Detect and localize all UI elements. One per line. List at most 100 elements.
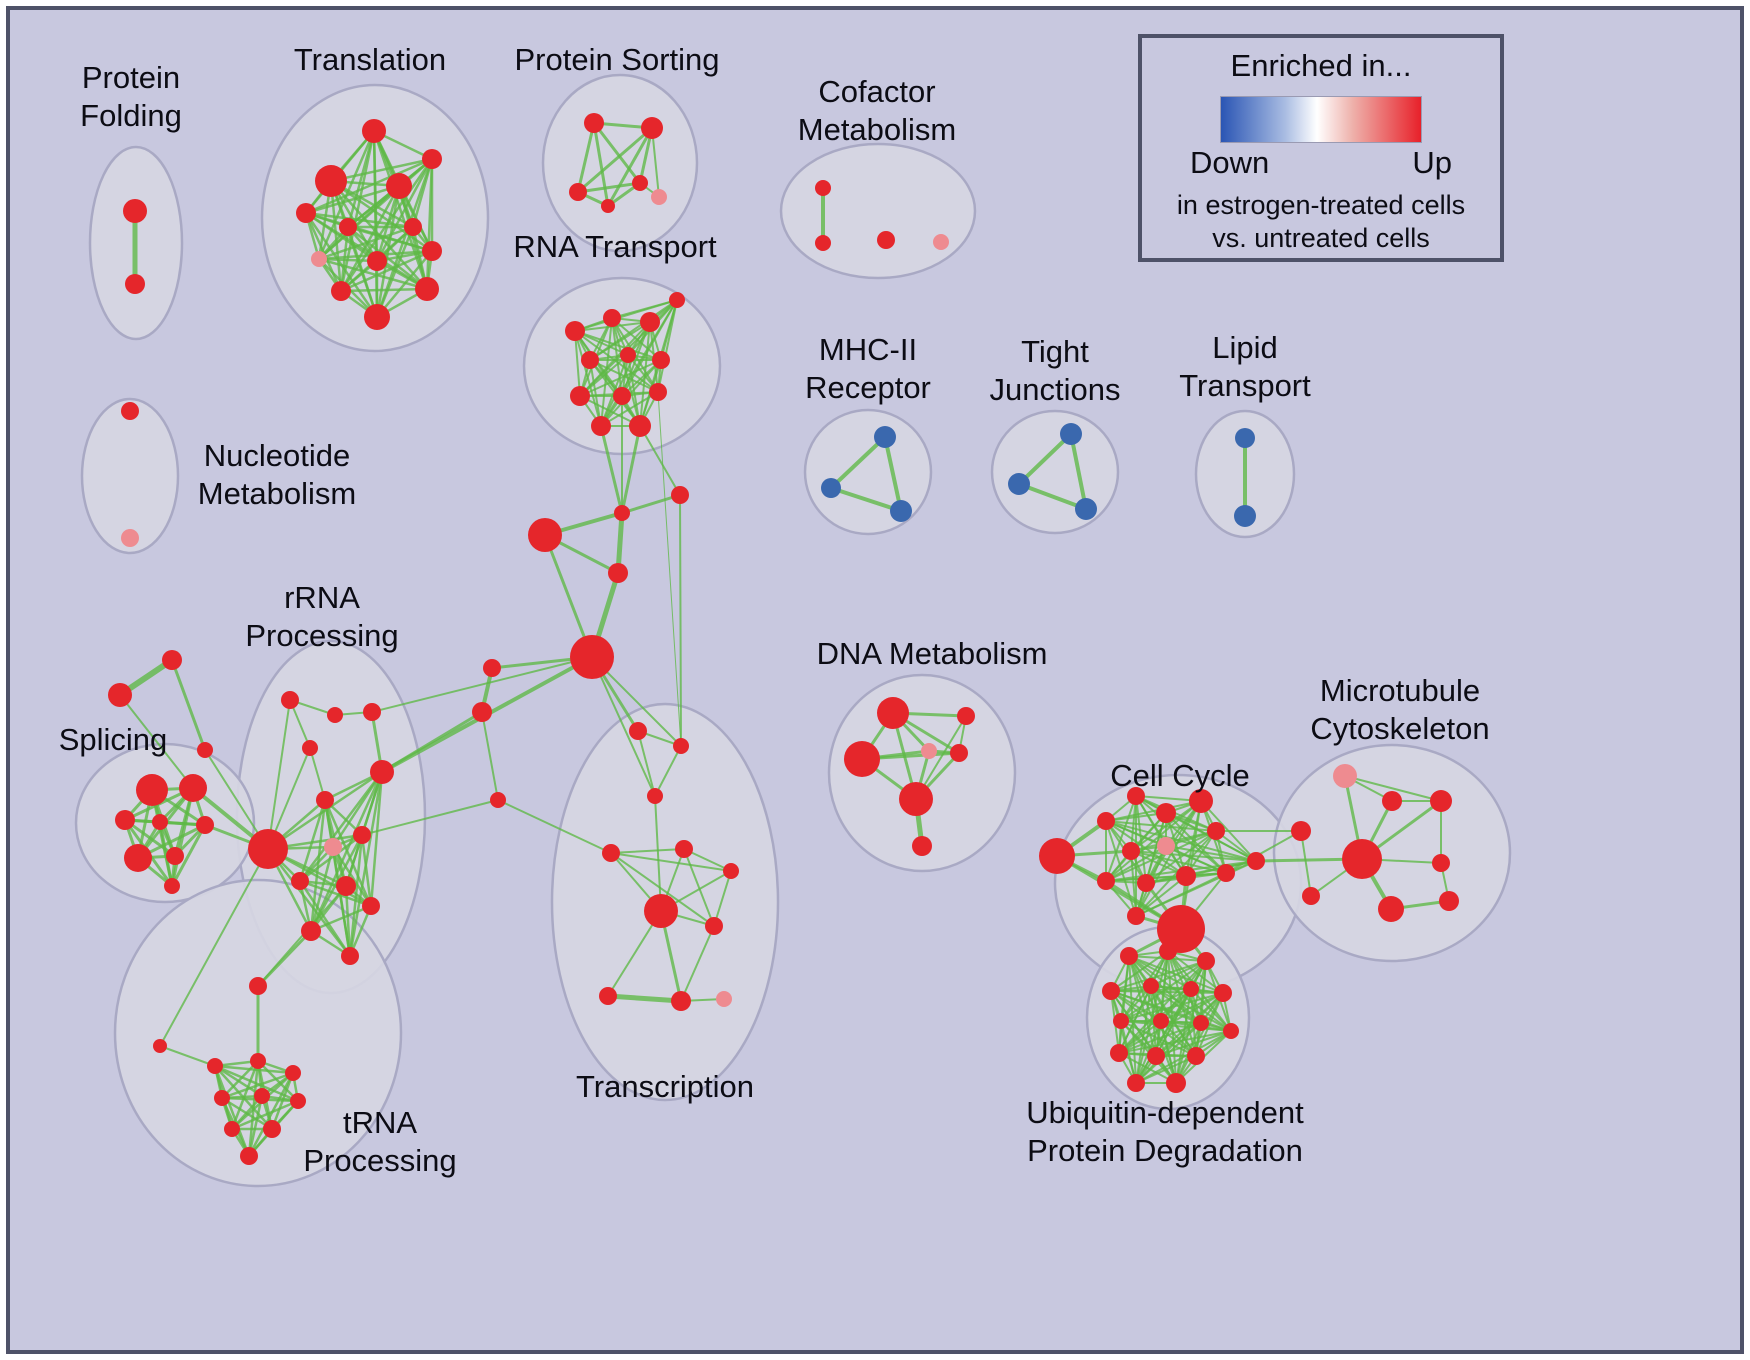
node-mc7 (1302, 887, 1320, 905)
edge-hb8-hb7 (481, 711, 499, 801)
cluster-label-protein-folding: Folding (80, 98, 182, 133)
edge-ub11-ub12 (1118, 1030, 1232, 1054)
node-tn4 (250, 1053, 266, 1069)
edge-tn8-tn9 (230, 1099, 300, 1131)
cluster-label-rna-transport: RNA Transport (513, 229, 717, 264)
node-tn7 (254, 1088, 270, 1104)
legend-gradient-bar (1220, 96, 1422, 143)
edge-ub2-ub4 (1110, 950, 1169, 992)
node-tx11 (716, 991, 732, 1007)
edge-tr3-tr11 (339, 184, 401, 293)
node-cm3 (877, 231, 895, 249)
node-tx8 (705, 917, 723, 935)
edge-tr2-tr11 (329, 179, 343, 293)
node-hb2 (614, 505, 630, 521)
node-tx2 (673, 738, 689, 754)
node-mc3 (1430, 790, 1452, 812)
cluster-label-lipid-transport: Lipid (1212, 330, 1278, 365)
node-rt10 (649, 383, 667, 401)
edge-cc5-cc9 (1105, 800, 1202, 882)
node-ub12 (1110, 1044, 1128, 1062)
edge-hb5-rr3 (371, 656, 593, 713)
node-ps6 (651, 189, 667, 205)
cluster-label-protein-sorting: Protein Sorting (514, 42, 719, 77)
node-cc12 (1217, 864, 1235, 882)
node-rr1 (281, 691, 299, 709)
edge-tn5-tn6 (220, 1071, 295, 1100)
edge-rt4-rt11 (600, 299, 678, 427)
legend-box: Enriched in... Down Up in estrogen-treat… (1138, 34, 1504, 262)
cluster-label-microtubule-cytoskeleton: Cytoskeleton (1310, 711, 1489, 746)
edge-tr7-tr8 (317, 225, 415, 261)
edge-tr2-tr4 (329, 157, 434, 183)
edge-tn2-tn3 (159, 1045, 216, 1067)
node-lt2 (1234, 505, 1256, 527)
node-sp9 (162, 650, 182, 670)
edge-mc1-mc3 (1344, 775, 1442, 802)
node-sp8 (164, 878, 180, 894)
node-mc5 (1342, 839, 1382, 879)
edge-rt10-tx2 (657, 391, 682, 747)
node-hb8 (490, 792, 506, 808)
edge-rt10-rt11 (600, 391, 659, 427)
edge-hb3-tx2 (679, 494, 682, 747)
edge-tr11-tr13 (339, 287, 429, 293)
edge-cc5-cc15 (1135, 800, 1202, 917)
edge-mh1-mh2 (829, 435, 887, 490)
node-rr14 (341, 947, 359, 965)
edge-rr10-rr12 (298, 879, 373, 908)
node-rt1 (565, 321, 585, 341)
edge-mh2-mh3 (829, 486, 903, 513)
edge-tn4-tn8 (256, 1059, 300, 1103)
edge-cc8-cc15 (1130, 850, 1137, 917)
cluster-label-nucleotide-metabolism: Metabolism (198, 476, 357, 511)
edge-rr11-rr14 (344, 884, 352, 958)
edge-hb8-rr9 (361, 799, 499, 836)
node-tr5 (296, 203, 316, 223)
node-ps2 (641, 117, 663, 139)
edge-ub6-ub8 (1120, 988, 1192, 1022)
edge-tx5-tx8 (683, 848, 715, 927)
node-tr9 (367, 251, 387, 271)
edge-ub3-ub12 (1118, 960, 1207, 1054)
edge-cc6-cc15 (1135, 830, 1217, 917)
node-tj2 (1008, 473, 1030, 495)
edge-rr6-rr14 (266, 847, 352, 958)
node-cm4 (933, 234, 949, 250)
edge-tr4-tr8 (317, 157, 434, 261)
node-hb1 (528, 518, 562, 552)
edge-ps2-ps3 (576, 126, 654, 194)
node-ub10 (1193, 1015, 1209, 1031)
edge-tx6-tx8 (713, 870, 732, 927)
node-cc3 (1127, 787, 1145, 805)
edge-ub11-ub13 (1155, 1030, 1232, 1057)
cluster-label-translation: Translation (294, 42, 446, 77)
edge-cc11-cc15 (1135, 875, 1187, 917)
edge-tr4-tr5 (304, 157, 434, 215)
node-rr12 (362, 897, 380, 915)
node-cc9 (1097, 872, 1115, 890)
node-rt3 (640, 312, 660, 332)
cluster-label-cofactor-metabolism: Cofactor (818, 74, 935, 109)
node-tx1 (629, 722, 647, 740)
node-rr13 (301, 921, 321, 941)
node-mh1 (874, 426, 896, 448)
node-mh2 (821, 478, 841, 498)
node-tn8 (290, 1093, 306, 1109)
node-ub16 (1166, 1073, 1186, 1093)
node-mc4 (1291, 821, 1311, 841)
node-rt6 (620, 347, 636, 363)
node-sp7 (166, 847, 184, 865)
edge-rr7-rr13 (309, 798, 327, 933)
node-tx3 (647, 788, 663, 804)
legend-caption-line2: vs. untreated cells (1212, 222, 1430, 253)
cluster-label-splicing: Splicing (59, 722, 168, 757)
edge-rt12-hb2 (620, 424, 642, 515)
node-tr11 (331, 281, 351, 301)
edge-tn1-rr11 (257, 885, 347, 987)
edge-rt1-rt8 (574, 330, 581, 397)
edge-rr12-rr13 (309, 904, 373, 933)
edge-rr8-rr14 (331, 845, 352, 958)
node-rt12 (629, 415, 651, 437)
